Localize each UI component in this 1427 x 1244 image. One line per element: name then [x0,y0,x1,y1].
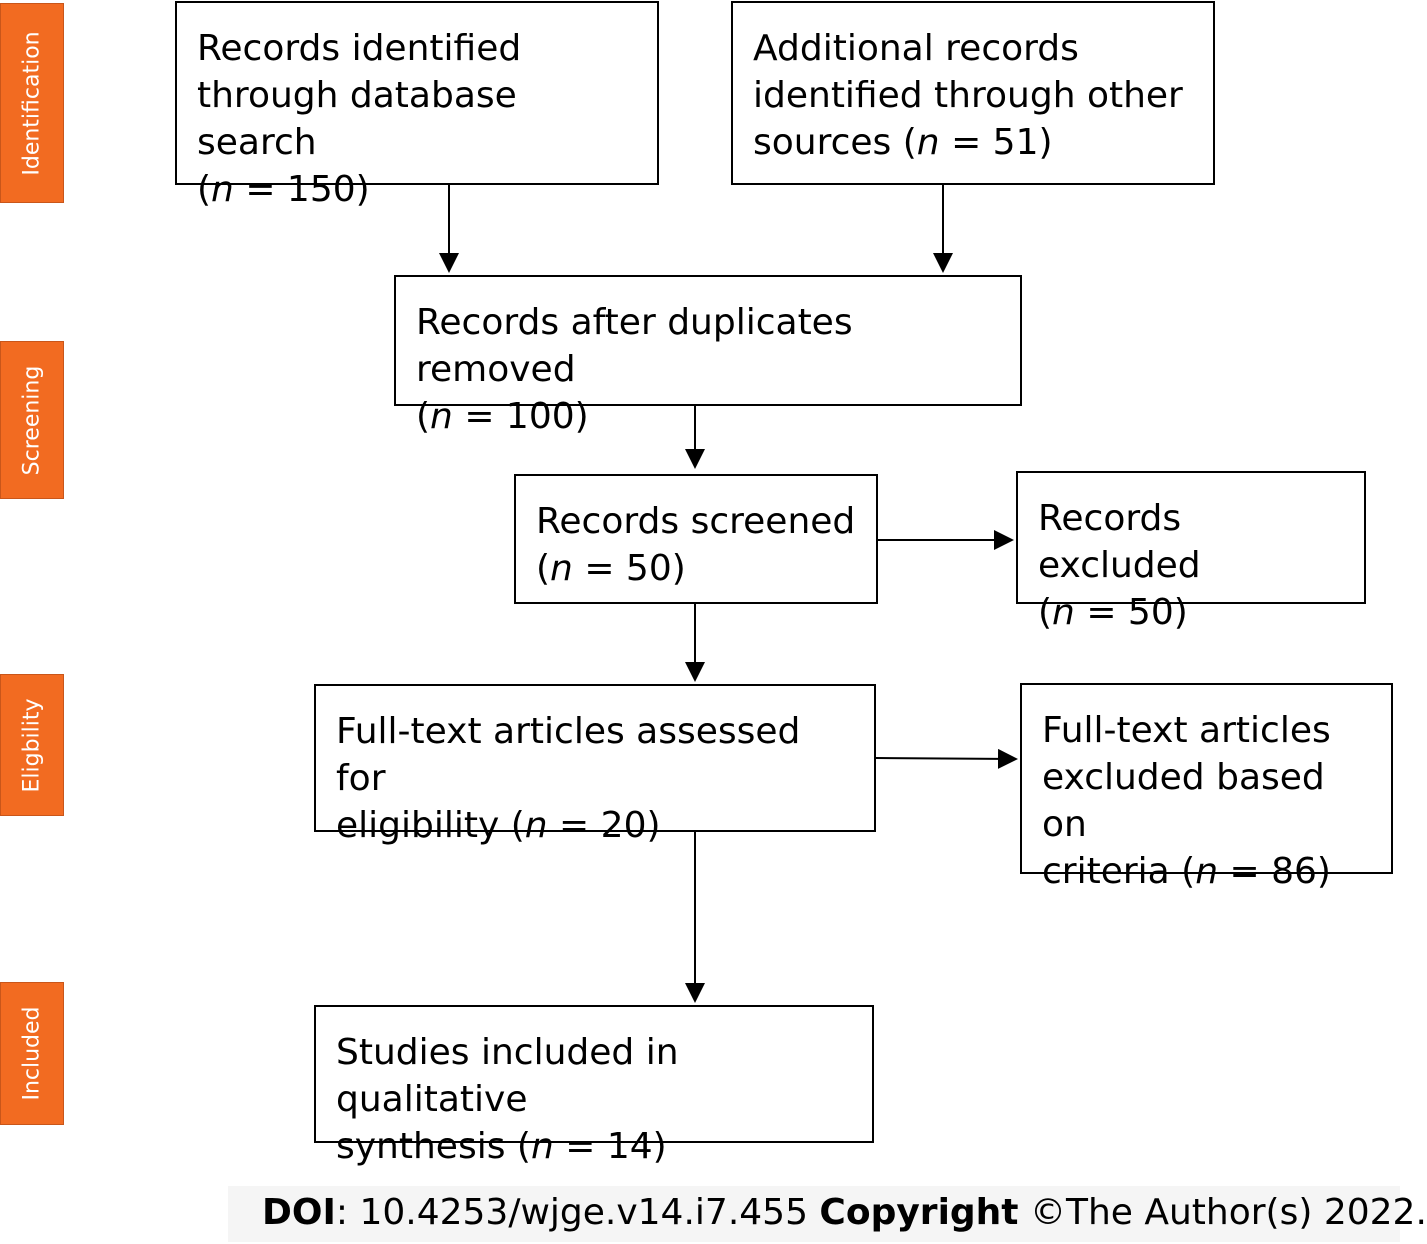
stage-screening: Screening [0,341,64,499]
box-after-duplicates: Records after duplicates removed (n = 10… [394,275,1022,437]
box-fulltext-excluded-count: criteria (n = 86) [1042,851,1331,892]
stage-identification: Identification [0,3,64,203]
box-other-sources-line2: identified through other [753,75,1183,116]
box-records-excluded-line1: Records excluded [1038,498,1201,586]
box-studies-included-count: synthesis (n = 14) [336,1126,667,1167]
box-database-search-count: (n = 150) [197,169,370,210]
box-fulltext-excluded-line2: excluded based on [1042,757,1325,845]
copyright-label: Copyright [819,1192,1019,1233]
arrow-fulltext-to-excluded [875,748,1018,769]
box-fulltext-assessed-line1: Full-text articles assessed for [336,711,801,799]
doi-value: : 10.4253/wjge.v14.i7.455 [335,1192,820,1233]
box-studies-included: Studies included in qualitative synthesi… [314,1005,874,1167]
box-records-screened: Records screened (n = 50) [514,474,878,604]
box-fulltext-excluded: Full-text articles excluded based on cri… [1020,683,1393,892]
box-records-excluded: Records excluded (n = 50) [1016,471,1366,633]
box-fulltext-assessed-count: eligibility (n = 20) [336,805,661,846]
box-database-search: Records identified through database sear… [175,1,659,210]
box-fulltext-excluded-line1: Full-text articles [1042,710,1331,751]
box-after-duplicates-line1: Records after duplicates removed [416,302,853,390]
box-other-sources: Additional records identified through ot… [731,1,1215,185]
box-studies-included-line1: Studies included in qualitative [336,1032,679,1120]
stage-included: Included [0,982,64,1125]
box-records-screened-count: (n = 50) [536,548,686,589]
box-other-sources-line1: Additional records [753,28,1079,69]
stage-eligibility: Eligbility [0,674,64,816]
doi-label: DOI [262,1192,336,1233]
box-database-search-line2: through database search [197,75,517,163]
box-fulltext-assessed: Full-text articles assessed for eligibil… [314,684,876,846]
box-records-excluded-count: (n = 50) [1038,592,1188,633]
box-other-sources-count: sources (n = 51) [753,122,1053,163]
doi-footer: DOI: 10.4253/wjge.v14.i7.455 Copyright ©… [228,1186,1427,1242]
box-database-search-line1: Records identified [197,28,522,69]
copyright-value: ©The Author(s) 2022. [1018,1192,1427,1233]
box-records-screened-line1: Records screened [536,501,856,542]
box-after-duplicates-count: (n = 100) [416,396,589,437]
